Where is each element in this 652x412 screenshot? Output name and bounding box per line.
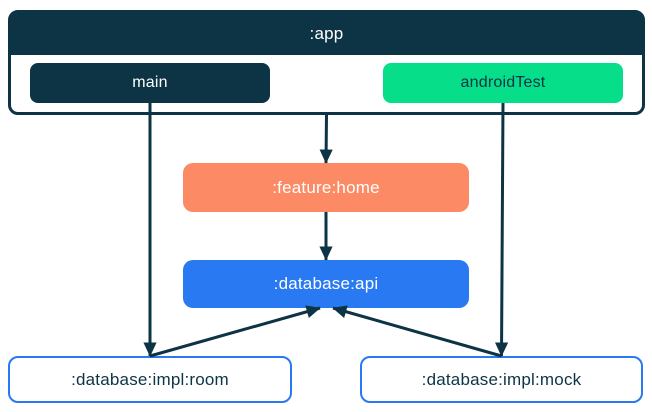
source-set-main-label: main	[132, 74, 168, 91]
edge-database-impl-room-to-database-api	[149, 305, 321, 358]
edge-database-impl-mock-to-database-api	[332, 305, 502, 358]
module-app-container: :app main androidTest	[8, 10, 645, 115]
module-feature-home: :feature:home	[183, 163, 469, 212]
module-database-impl-room: :database:impl:room	[8, 356, 292, 403]
module-feature-home-label: :feature:home	[272, 177, 380, 197]
module-database-api: :database:api	[183, 260, 469, 308]
module-database-impl-mock-label: :database:impl:mock	[421, 369, 582, 389]
module-app-header: :app	[11, 13, 642, 55]
module-database-impl-mock: :database:impl:mock	[360, 356, 643, 403]
module-database-api-label: :database:api	[273, 274, 379, 293]
module-database-impl-room-label: :database:impl:room	[71, 369, 229, 389]
edge-android-test-to-database-impl-mock	[494, 102, 509, 357]
source-set-androidtest: androidTest	[383, 63, 623, 103]
source-set-main: main	[30, 63, 270, 103]
edge-app-to-feature-home	[319, 114, 333, 164]
module-app-label: :app	[309, 24, 344, 43]
source-set-androidtest-label: androidTest	[460, 74, 546, 91]
